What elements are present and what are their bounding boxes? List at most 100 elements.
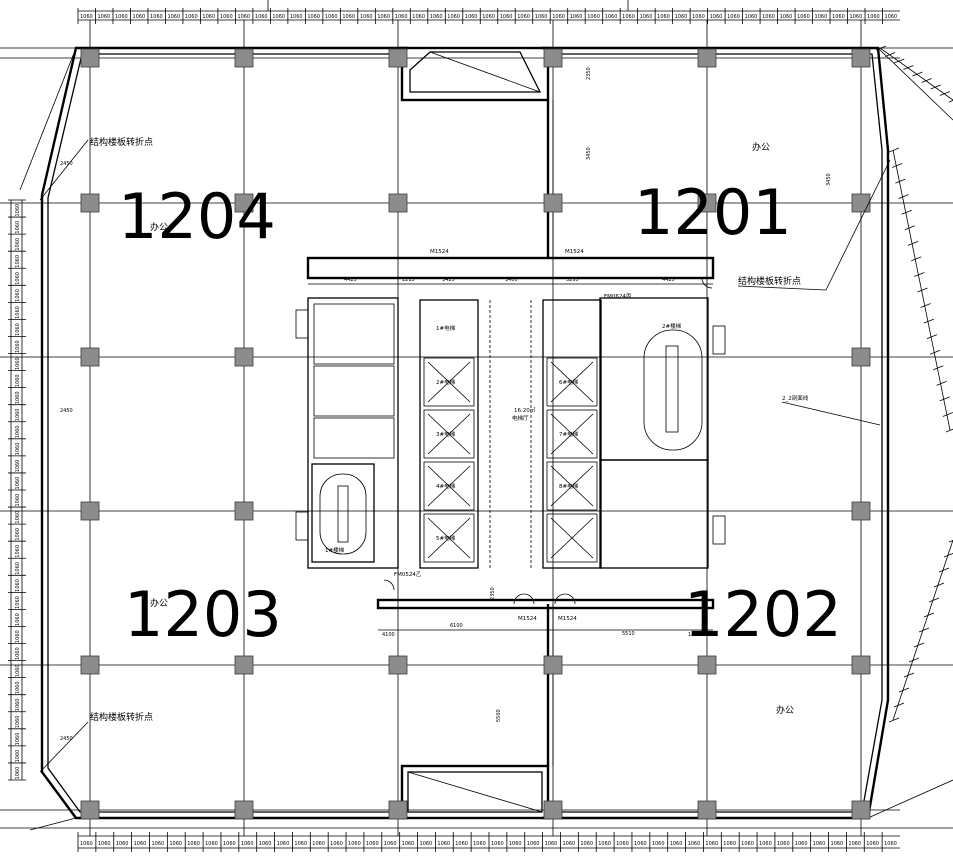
top-dim-tick-label: 1060 — [710, 14, 723, 20]
bottom-dim-tick-label: 1060 — [437, 841, 450, 847]
bottom-dim-tick-label: 1060 — [670, 841, 683, 847]
left-dim-tick-label: 1060 — [15, 545, 21, 558]
right-dim-lower-tick — [923, 612, 935, 618]
dim-core-top-4: 3400 — [505, 277, 518, 283]
bottom-dim-tick-label: 1060 — [848, 841, 861, 847]
bottom-dim-tick-label: 1060 — [634, 841, 647, 847]
lift-hall-area: 16.20㎡ — [514, 406, 536, 414]
left-dim-tick-label: 1060 — [15, 494, 21, 507]
right-dim-top-tick — [948, 99, 953, 103]
bottom-dim-tick-label: 1060 — [598, 841, 611, 847]
door-code-5: FM0624丙 — [604, 293, 632, 300]
right-dim-upper-tick — [930, 349, 941, 355]
top-dim-tick-label: 1060 — [570, 14, 583, 20]
dim-core-bottom-2: 6100 — [450, 623, 463, 629]
dim-vert-3: 2350 — [490, 587, 496, 600]
elevator-3-label: 3#电梯 — [436, 430, 456, 438]
top-dim-tick-label: 1060 — [97, 14, 110, 20]
elevator-7-label: 7#电梯 — [559, 430, 579, 438]
left-dim-tick-label: 1060 — [15, 391, 21, 404]
stair-2-label: 2#楼梯 — [662, 322, 682, 330]
right-dim-upper-tick — [933, 365, 944, 371]
dim-core-bottom-3: 5510 — [622, 631, 635, 637]
dim-vert-5: 5500 — [496, 709, 502, 722]
top-dim-tick-label: 1060 — [552, 14, 565, 20]
left-dim-tick-label: 1060 — [15, 647, 21, 660]
top-dim-tick-label: 1060 — [237, 14, 250, 20]
bottom-dim-tick-label: 1060 — [348, 841, 361, 847]
right-dim-upper-tick — [892, 163, 903, 168]
door-code-1: M1524 — [430, 249, 449, 255]
dim-vert-2: 3450 — [586, 147, 592, 160]
left-dim-tick-label: 1060 — [15, 767, 21, 780]
core — [295, 256, 726, 610]
bottom-dim-tick-label: 1060 — [420, 841, 433, 847]
right-dim-upper-tick — [911, 256, 922, 262]
left-dim-tick-label: 1060 — [15, 630, 21, 643]
right-dim-top-tick — [894, 58, 905, 64]
top-dim-tick-label: 1060 — [482, 14, 495, 20]
dim-left-2: 2450 — [60, 408, 73, 414]
right-dim-upper-tick — [917, 287, 928, 293]
bottom-dim-tick-label: 1060 — [616, 841, 629, 847]
core-dimensions: 4425 1215 3425 3400 3295 4425 4100 6100 … — [60, 67, 832, 742]
left-dim-tick-label: 1060 — [15, 733, 21, 746]
right-dim-lower-tick — [893, 702, 905, 708]
bottom-dim-tick-label: 1060 — [80, 841, 93, 847]
bottom-dim-tick-label: 1060 — [366, 841, 379, 847]
top-dim-tick-label: 1060 — [150, 14, 163, 20]
right-dim-upper-tick — [939, 396, 950, 402]
bottom-dim-tick-label: 1060 — [116, 841, 129, 847]
door-code-3: M1524 — [518, 616, 537, 622]
bottom-dim-tick-label: 1060 — [241, 841, 254, 847]
bottom-dim-tick-label: 1060 — [277, 841, 290, 847]
right-dim-lower-tick — [948, 539, 953, 543]
right-dim-top-tick — [912, 71, 923, 77]
exterior-walls — [19, 46, 953, 831]
note-structural-turn-nw: 结构楼板转折点 — [90, 136, 153, 148]
door-code-2: M1524 — [565, 249, 584, 255]
bottom-dim-tick-label: 1060 — [330, 841, 343, 847]
bottom-dim-tick-label: 1060 — [223, 841, 236, 847]
dim-core-top-6: 4425 — [662, 277, 675, 283]
unit-1202-use: 办公 — [776, 704, 794, 716]
bottom-dim-tick-label: 1060 — [98, 841, 111, 847]
unit-partitions — [546, 100, 554, 766]
left-dim-tick-label: 1060 — [15, 306, 21, 319]
right-dim-upper-tick — [942, 412, 953, 417]
top-dim-tick-label: 1060 — [185, 14, 198, 20]
top-dim-tick-label: 1060 — [202, 14, 215, 20]
left-dim-tick-label: 1060 — [15, 409, 21, 422]
right-dim-upper-tick — [926, 334, 938, 340]
right-dim-upper-tick — [914, 272, 925, 277]
unit-1204-use: 办公 — [150, 221, 168, 233]
top-dim-tick-label: 1060 — [780, 14, 793, 20]
top-dim-tick-label: 1060 — [115, 14, 128, 20]
top-dim-tick-label: 1060 — [885, 14, 898, 20]
left-dim-tick-label: 1060 — [15, 511, 21, 524]
elevator-8-label: 8#电梯 — [559, 482, 579, 490]
top-dim-tick-label: 1060 — [517, 14, 530, 20]
right-dim-upper-tick — [923, 318, 934, 324]
dim-left-1: 2450 — [60, 161, 73, 167]
bottom-dim-tick-label: 1060 — [187, 841, 200, 847]
left-dim-tick-label: 1060 — [15, 699, 21, 712]
left-dim-tick-label: 1060 — [15, 204, 21, 217]
note-structural-turn-sw: 结构楼板转折点 — [90, 711, 153, 723]
right-dim-upper-tick — [936, 380, 947, 386]
bottom-dim-tick-label: 1060 — [795, 841, 808, 847]
right-dim-upper-tick — [901, 209, 912, 215]
unit-1203-use: 办公 — [150, 597, 168, 609]
left-dim-tick-label: 1060 — [15, 272, 21, 285]
elevator-5-label: 5#电梯 — [436, 534, 456, 542]
top-dim-tick-label: 1060 — [587, 14, 600, 20]
unit-1202-number: 1202 — [684, 578, 842, 651]
left-dim-tick-label: 1060 — [15, 750, 21, 763]
left-dim-tick-label: 1060 — [15, 477, 21, 490]
bottom-dim-tick-label: 1060 — [312, 841, 325, 847]
top-dim-tick-label: 1060 — [727, 14, 740, 20]
right-dim-upper-tick — [895, 178, 906, 184]
bottom-dim-tick-label: 1060 — [562, 841, 575, 847]
bottom-dim-tick-label: 1060 — [151, 841, 164, 847]
